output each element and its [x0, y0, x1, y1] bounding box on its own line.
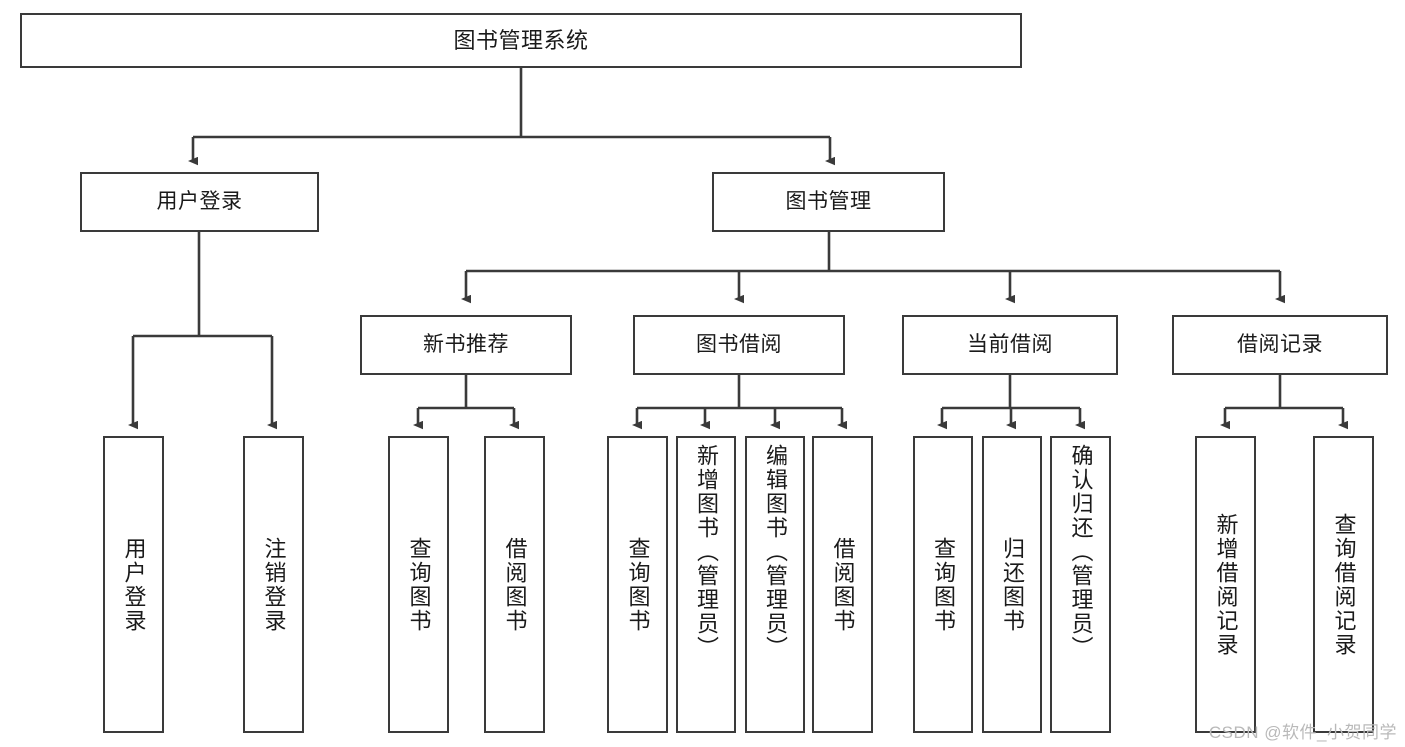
leaf-borrow-book-borrow[interactable]: 借阅图书 [812, 436, 873, 733]
leaf-query-book-current[interactable]: 查询图书 [913, 436, 973, 733]
node-label: 查询图书 [930, 536, 956, 633]
node-label: 查询图书 [406, 536, 432, 633]
node-label: 新增借阅记录 [1213, 512, 1239, 657]
node-label: 查询图书 [625, 536, 651, 633]
leaf-logout-login[interactable]: 注销登录 [243, 436, 304, 733]
node-label: 图书管理 [785, 189, 872, 213]
node-label: 图书借阅 [696, 332, 782, 356]
leaf-borrow-book-recommend[interactable]: 借阅图书 [484, 436, 545, 733]
node-label: 借阅图书 [502, 536, 528, 633]
node-label: 当前借阅 [967, 332, 1053, 356]
node-book-borrow[interactable]: 图书借阅 [633, 315, 845, 375]
node-label: 借阅图书 [830, 536, 856, 633]
leaf-add-borrow-record[interactable]: 新增借阅记录 [1195, 436, 1256, 733]
node-label: 用户登录 [121, 536, 147, 633]
leaf-query-borrow-record[interactable]: 查询借阅记录 [1313, 436, 1374, 733]
leaf-query-book-borrow[interactable]: 查询图书 [607, 436, 668, 733]
node-label: 用户登录 [156, 189, 243, 213]
node-label: 新书推荐 [423, 332, 509, 356]
node-label: 确认归还（管理员） [1068, 444, 1094, 660]
node-label: 编辑图书（管理员） [762, 444, 788, 660]
node-label: 借阅记录 [1237, 332, 1323, 356]
node-label: 注销登录 [261, 536, 287, 633]
node-label: 图书管理系统 [453, 27, 589, 53]
leaf-confirm-return[interactable]: 确认归还（管理员） [1050, 436, 1111, 733]
leaf-query-book-recommend[interactable]: 查询图书 [388, 436, 449, 733]
node-user-login[interactable]: 用户登录 [80, 172, 319, 232]
node-borrow-record[interactable]: 借阅记录 [1172, 315, 1388, 375]
node-new-book-recommend[interactable]: 新书推荐 [360, 315, 572, 375]
leaf-return-book[interactable]: 归还图书 [982, 436, 1042, 733]
node-label: 新增图书（管理员） [693, 444, 719, 660]
node-label: 查询借阅记录 [1331, 512, 1357, 657]
leaf-add-book[interactable]: 新增图书（管理员） [676, 436, 736, 733]
watermark: CSDN @软件_小贺同学 [1208, 723, 1397, 742]
leaf-edit-book[interactable]: 编辑图书（管理员） [745, 436, 805, 733]
leaf-user-login[interactable]: 用户登录 [103, 436, 164, 733]
node-book-management[interactable]: 图书管理 [712, 172, 945, 232]
node-root-system[interactable]: 图书管理系统 [20, 13, 1022, 68]
node-current-borrow[interactable]: 当前借阅 [902, 315, 1118, 375]
node-label: 归还图书 [999, 536, 1025, 633]
